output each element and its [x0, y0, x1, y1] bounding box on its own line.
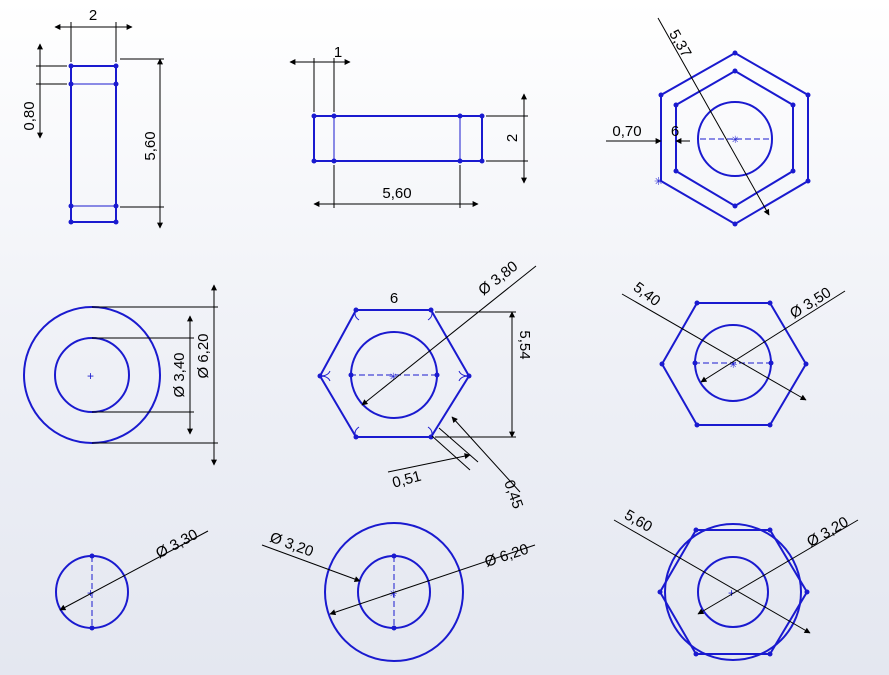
v5-dim-height[interactable]: 5,54: [435, 311, 533, 438]
view-2-side-rect[interactable]: 1 2 5,60: [289, 44, 528, 208]
v1-body: [70, 65, 117, 223]
v9-dim-dia-label: Ø 3,20: [804, 513, 851, 550]
v5-chamfer-arcs: [319, 309, 470, 438]
v3-dim-offset-label: 0,70: [612, 123, 641, 140]
v3-dim-diag-label: 5,37: [665, 27, 694, 61]
v2-points: [311, 113, 485, 164]
view-8-washer[interactable]: ✳ Ø 3,20 Ø 6,20: [261, 522, 536, 662]
v2-dim-height-label: 2: [504, 134, 521, 142]
v7-dim-dia[interactable]: Ø 3,30: [59, 526, 209, 611]
v1-dim-height-label: 5,60: [142, 131, 159, 160]
v9-bore-circle: [697, 556, 769, 628]
v3-dim-offset[interactable]: 0,70 6: [606, 123, 690, 144]
v8-dim-outer-label: Ø 6,20: [483, 541, 531, 571]
v4-dim-inner-label: Ø 3,40: [171, 352, 188, 397]
v3-dim-diag[interactable]: 5,37: [657, 17, 770, 216]
v2-dim-step[interactable]: 1: [289, 44, 351, 112]
view-7-circle[interactable]: + Ø 3,30: [55, 526, 209, 631]
v3-bore-circle: [697, 101, 773, 177]
v4-dim-inner[interactable]: Ø 3,40: [92, 315, 194, 435]
v6-dim-across-label: 5,40: [630, 279, 664, 310]
v4-dim-outer[interactable]: Ø 6,20: [92, 284, 218, 466]
v6-dim-across[interactable]: 5,40: [621, 279, 807, 401]
v9-points: [657, 527, 810, 657]
view-9-hex-circle[interactable]: + 5,60 Ø 3,20: [613, 506, 859, 661]
v2-dim-height[interactable]: 2: [486, 93, 528, 184]
view-4-washer[interactable]: + Ø 3,40 Ø 6,20: [23, 284, 218, 466]
v3-vertex-mark: ✳: [654, 176, 663, 188]
v7-center-mark: +: [87, 586, 94, 600]
v4-dim-outer-label: Ø 6,20: [195, 333, 212, 378]
v7-dim-dia-label: Ø 3,30: [153, 526, 201, 562]
v2-dim-length[interactable]: 5,60: [313, 165, 479, 208]
view-3-double-hexagon[interactable]: ✳ ✳ 5,37 0,70 6: [606, 17, 811, 227]
v5-dim-flat-label: 6: [390, 290, 398, 307]
v1-points: [68, 63, 119, 225]
v6-dim-dia-label: Ø 3,50: [787, 284, 834, 322]
v3-dim-six-label: 6: [671, 123, 679, 140]
v3-center-mark: ✳: [731, 135, 739, 146]
v5-dim-chamfer2-label: 0,45: [500, 478, 526, 511]
v1-dim-width[interactable]: 2: [54, 7, 133, 62]
v1-dim-width-label: 2: [89, 7, 97, 24]
v8-dim-inner[interactable]: Ø 3,20: [261, 529, 361, 582]
v9-dim-across[interactable]: 5,60: [613, 506, 811, 634]
v5-dim-chamfer1-label: 0,51: [391, 468, 424, 492]
v9-center-mark: +: [728, 586, 735, 600]
v3-points: [658, 50, 811, 227]
v6-dim-dia[interactable]: Ø 3,50: [700, 284, 846, 383]
view-6-hex[interactable]: ✳ 5,40 Ø 3,50: [621, 279, 846, 428]
v5-dim-height-label: 5,54: [516, 330, 533, 359]
v1-dim-step-label: 0,80: [21, 101, 38, 130]
view-1-side-rect[interactable]: 2 0,80 5,60: [21, 7, 164, 229]
view-5-hex-nut[interactable]: ✳ 6 Ø 3,80 5,54 0,51 0,45: [317, 258, 537, 511]
v9-outer-circle: [664, 523, 802, 661]
v1-dim-height[interactable]: 5,60: [120, 58, 164, 229]
v5-center-mark: ✳: [389, 372, 397, 383]
v6-points: [659, 300, 809, 428]
v5-dim-dia-label: Ø 3,80: [475, 258, 521, 299]
v8-outer-circle: [324, 522, 464, 662]
v9-dim-dia[interactable]: Ø 3,20: [697, 513, 859, 615]
v2-body: [313, 115, 483, 162]
v5-dim-chamfers[interactable]: 0,51 0,45: [387, 416, 526, 511]
v8-center-mark: ✳: [389, 589, 397, 600]
v2-dim-length-label: 5,60: [382, 185, 411, 202]
v4-center-mark: +: [87, 369, 94, 383]
v2-dim-step-label: 1: [334, 44, 342, 61]
v1-dim-step[interactable]: 0,80: [21, 43, 67, 139]
v6-center-mark: ✳: [729, 360, 737, 371]
v9-dim-across-label: 5,60: [621, 506, 655, 535]
